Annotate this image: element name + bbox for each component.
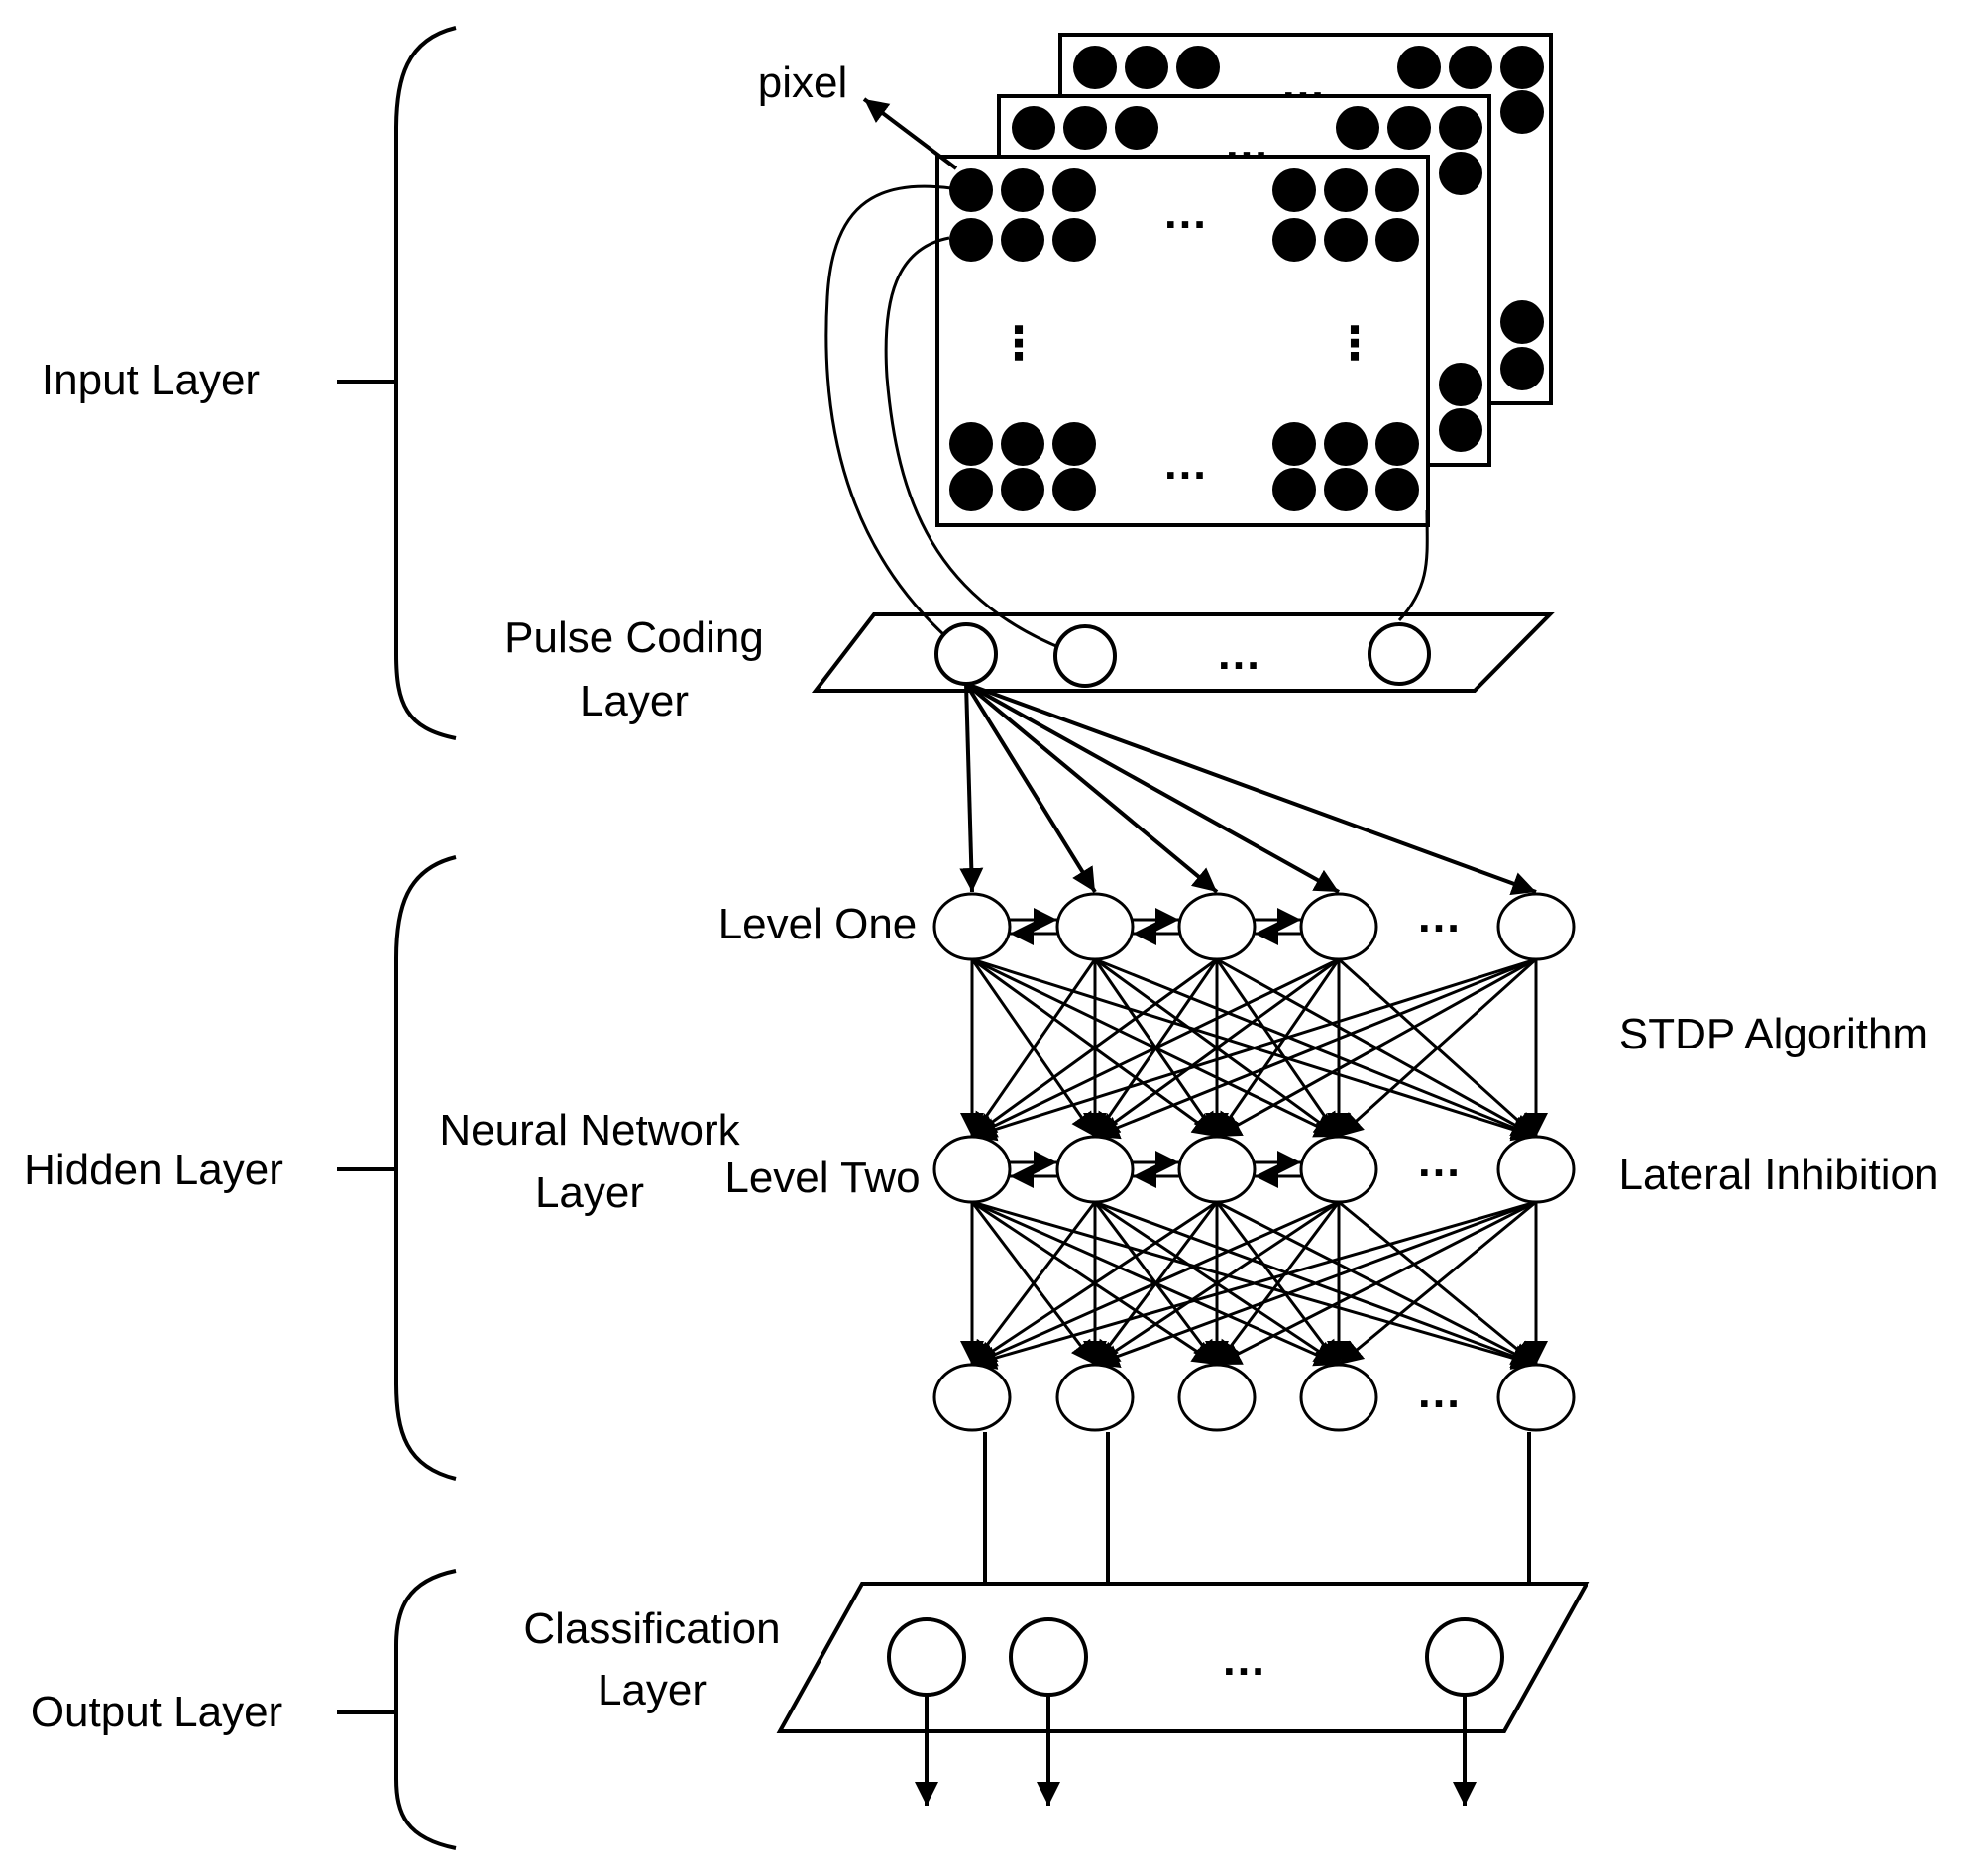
level-two-label: Level Two (724, 1154, 920, 1202)
neuron-level1-5 (1496, 892, 1576, 961)
neuron-level2-4 (1299, 1135, 1378, 1204)
synapse-r1-5-2 (1094, 957, 1537, 1140)
level-three-ellipsis: … (1416, 1366, 1462, 1417)
synapse-r2-5-2 (1094, 1200, 1537, 1368)
neuron-level2-5 (1496, 1135, 1576, 1204)
pixel-to-pulse-connections (824, 184, 1429, 658)
pixel-frame-front-vellipsis-left: ⋮ (996, 317, 1041, 369)
pixel-frame-front-ellipsis-top: … (1162, 186, 1208, 238)
neuron-level1-4 (1299, 892, 1378, 961)
pulse-node-3 (1368, 622, 1431, 686)
synapse-r1-5-1 (971, 957, 1537, 1142)
level-one-label: Level One (718, 900, 918, 948)
synapse-r1-4-2 (1094, 957, 1340, 1139)
lateral-inhibition-links (1010, 908, 1301, 1188)
class-node-1 (887, 1617, 966, 1697)
neuron-level2-1 (932, 1135, 1012, 1204)
synapse-r1-4-3 (1215, 958, 1341, 1138)
neuron-level3-3 (1177, 1363, 1257, 1432)
synapse-r1-4-1 (971, 957, 1340, 1139)
level-two-ellipsis: … (1416, 1135, 1462, 1186)
classification-plane (776, 1582, 1590, 1733)
pulse-to-level-one-arrow-3 (964, 682, 1219, 894)
neural-network-label-line2: Layer (535, 1168, 644, 1217)
neuron-level3-2 (1055, 1363, 1135, 1432)
output-layer-label: Output Layer (31, 1688, 282, 1736)
classification-label-line1: Classification (523, 1604, 780, 1653)
pixel-frame-front-ellipsis-bottom: … (1162, 437, 1208, 489)
pixel-pointer-arrow (862, 97, 958, 170)
pulse-coding-plane (811, 612, 1555, 693)
pulse-to-level-one-arrow-1 (959, 683, 984, 893)
synapse-r2-4-2 (1094, 1200, 1340, 1367)
synapse-r1-2-1 (970, 958, 1097, 1138)
classification-label-line2: Layer (598, 1666, 707, 1714)
synapse-r1-5-3 (1216, 957, 1537, 1139)
synapse-r2-5-3 (1216, 1200, 1537, 1367)
output-arrows (915, 1695, 1477, 1806)
synapse-r2-5-4 (1338, 1200, 1537, 1367)
neural-network-label-line1: Neural Network (439, 1106, 740, 1155)
pulse-to-level-one-arrows (959, 682, 1537, 896)
pixel-dots-back (1073, 46, 1544, 390)
level-one-ellipsis: … (1416, 890, 1462, 941)
neuron-level3-4 (1299, 1363, 1378, 1432)
neuron-level3-5 (1496, 1363, 1576, 1432)
output-layer-brace (394, 1569, 457, 1850)
pixel-frame-front-vellipsis-right: ⋮ (1332, 317, 1377, 369)
hidden-layer-brace (394, 855, 457, 1481)
hidden-layer-connections (960, 957, 1548, 1370)
pulse-to-level-one-arrow-5 (965, 682, 1537, 896)
synapse-r2-4-1 (971, 1200, 1340, 1367)
pixel-dots-middle (1012, 106, 1482, 452)
hidden-layer-neurons (932, 892, 1576, 1432)
classification-ellipsis: … (1221, 1633, 1266, 1685)
pixel-dots-front (949, 168, 1419, 511)
pulse-coding-ellipsis: … (1216, 627, 1261, 679)
synapse-r2-3-1 (971, 1200, 1218, 1367)
pulse-to-level-one-arrow-2 (964, 682, 1097, 894)
neuron-level2-3 (1177, 1135, 1257, 1204)
input-layer-label: Input Layer (42, 356, 260, 404)
synapse-r2-5-1 (971, 1200, 1537, 1370)
neuron-level1-1 (932, 892, 1012, 961)
synapse-r2-2-1 (970, 1201, 1097, 1366)
pixel-label: pixel (758, 58, 848, 107)
class-node-2 (1009, 1617, 1088, 1697)
synapse-r1-3-1 (971, 957, 1218, 1139)
pulse-coding-nodes (934, 622, 1431, 688)
pulse-node-2 (1053, 624, 1117, 688)
pulse-coding-label-line1: Pulse Coding (504, 613, 764, 662)
neuron-level1-2 (1055, 892, 1135, 961)
class-node-3 (1425, 1617, 1504, 1697)
pulse-coding-label-line2: Layer (580, 677, 689, 725)
layer-braces (337, 26, 457, 1850)
neuron-level2-2 (1055, 1135, 1135, 1204)
hidden-layer-label: Hidden Layer (24, 1146, 283, 1194)
pulse-node-1 (934, 622, 998, 686)
neuron-level1-3 (1177, 892, 1257, 961)
lateral-inhibition-label: Lateral Inhibition (1619, 1151, 1939, 1199)
classification-nodes (887, 1617, 1504, 1697)
input-layer-brace (394, 26, 457, 740)
synapse-r1-5-4 (1337, 957, 1538, 1139)
pulse-to-level-one-arrow-4 (965, 682, 1340, 894)
synapse-r2-4-3 (1215, 1201, 1341, 1366)
stdp-label: STDP Algorithm (1619, 1010, 1928, 1058)
neuron-level3-1 (932, 1363, 1012, 1432)
